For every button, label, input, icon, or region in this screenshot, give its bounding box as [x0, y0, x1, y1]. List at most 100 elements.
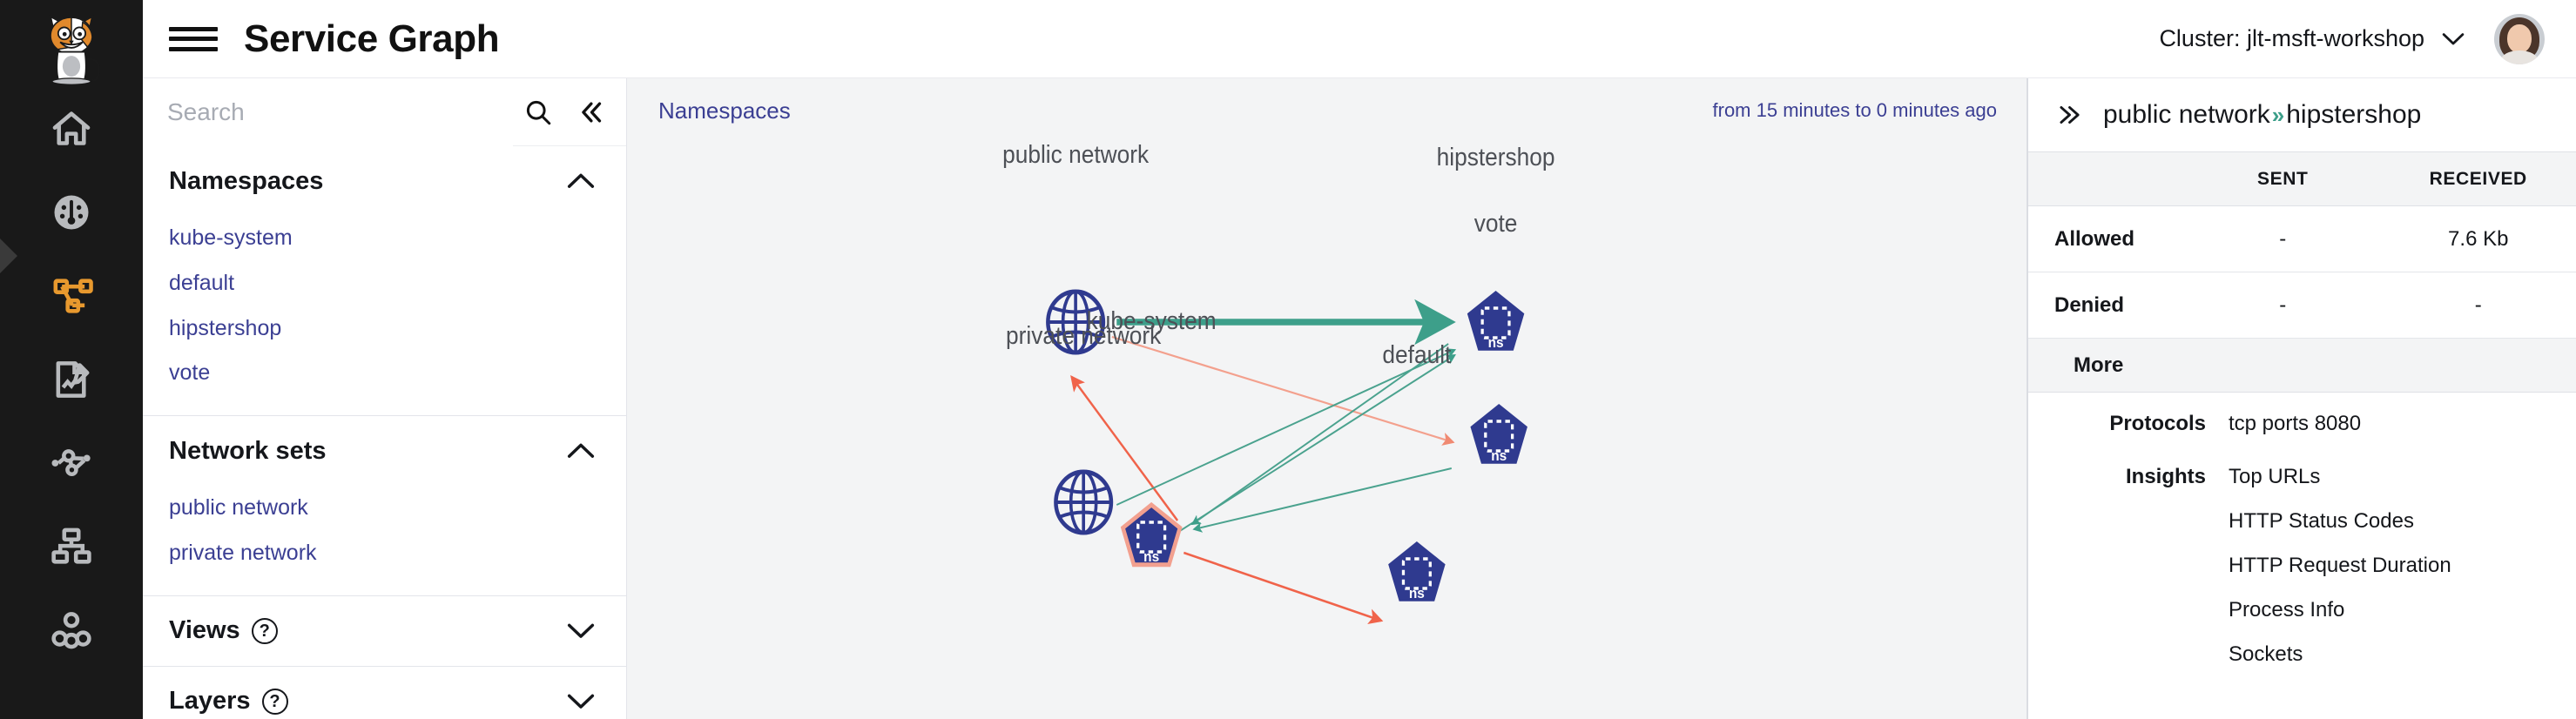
- graph-canvas[interactable]: Namespaces from 15 minutes to 0 minutes …: [627, 78, 2027, 719]
- graph-node-vote[interactable]: vote ns: [1470, 209, 1527, 464]
- avatar-body: [2501, 50, 2538, 64]
- service-graph-svg[interactable]: public network private network: [627, 78, 2026, 719]
- traffic-table: SENT RECEIVED Allowed - 7.6 Kb Denied -: [2028, 151, 2576, 339]
- graph-node-label-vote: vote: [1474, 209, 1518, 237]
- graph-node-default[interactable]: default ns: [1382, 340, 1451, 601]
- row-label-allowed: Allowed: [2028, 205, 2185, 272]
- section-views-title: Views: [169, 616, 240, 644]
- search-input[interactable]: [167, 97, 513, 126]
- main-column: Service Graph Cluster: jlt-msft-workshop: [143, 0, 2576, 719]
- more-section-header[interactable]: More: [2028, 339, 2576, 393]
- time-range-label[interactable]: from 15 minutes to 0 minutes ago: [1712, 99, 1998, 121]
- rail-item-network-sets[interactable]: [0, 421, 143, 505]
- avatar[interactable]: [2494, 13, 2545, 64]
- globe-icon: [1054, 469, 1114, 535]
- svg-text:ns: ns: [1409, 585, 1425, 601]
- sidebar-item-vote[interactable]: vote: [169, 360, 211, 386]
- insights-row: Insights Top URLs HTTP Status Codes HTTP…: [2028, 456, 2576, 687]
- edge-kube-system-default[interactable]: [1183, 551, 1384, 625]
- rail-item-home[interactable]: [0, 87, 143, 171]
- edge-hipstershop-kube-system[interactable]: [1190, 343, 1449, 526]
- insight-sockets[interactable]: Sockets: [2229, 642, 2303, 666]
- table-row: Denied - -: [2028, 272, 2576, 339]
- svg-text:ns: ns: [1491, 447, 1507, 464]
- graph-node-public-network[interactable]: public network: [1002, 140, 1149, 355]
- search-box[interactable]: [143, 77, 513, 146]
- edge-public-network-vote[interactable]: [1111, 335, 1455, 446]
- insight-http-status-codes[interactable]: HTTP Status Codes: [2229, 509, 2414, 533]
- rail-item-policies[interactable]: [0, 338, 143, 421]
- insights-label: Insights: [2125, 465, 2206, 488]
- graph-node-label-kube-system: kube-system: [1087, 306, 1217, 334]
- section-namespaces-header[interactable]: Namespaces: [143, 146, 626, 216]
- col-blank: [2028, 151, 2185, 206]
- chevron-up-icon[interactable]: [567, 172, 595, 190]
- namespace-icon: ns: [1467, 291, 1525, 351]
- denied-received-value: -: [2380, 272, 2576, 339]
- collapse-panel-icon[interactable]: [563, 97, 617, 128]
- section-network-sets-header[interactable]: Network sets: [143, 416, 626, 486]
- rail-item-endpoints[interactable]: [0, 588, 143, 672]
- table-header-row: SENT RECEIVED: [2028, 151, 2576, 206]
- edge-vote-kube-system[interactable]: [1192, 467, 1452, 533]
- help-icon[interactable]: ?: [261, 688, 288, 715]
- rail-item-service-graph[interactable]: [0, 239, 143, 338]
- detail-title-target: hipstershop: [2286, 100, 2422, 129]
- sidebar-item-private-network[interactable]: private network: [169, 540, 317, 565]
- graph-node-private-network[interactable]: private network: [1006, 321, 1161, 535]
- rail-item-nodes[interactable]: [0, 505, 143, 588]
- search-icon[interactable]: [513, 97, 563, 127]
- table-row: Allowed - 7.6 Kb: [2028, 205, 2576, 272]
- edge-kube-system-public-network[interactable]: [1070, 374, 1179, 521]
- help-icon[interactable]: ?: [251, 617, 278, 644]
- section-layers-header[interactable]: Layers ?: [143, 667, 626, 719]
- section-views-header[interactable]: Views ?: [143, 596, 626, 666]
- primary-nav-rail: [0, 0, 143, 719]
- sidebar-item-kube-system[interactable]: kube-system: [169, 225, 293, 250]
- page-title: Service Graph: [244, 17, 500, 60]
- body-row: Namespaces kube-system default hipstersh…: [143, 77, 2576, 719]
- sidebar-item-hipstershop[interactable]: hipstershop: [169, 315, 282, 340]
- col-received: RECEIVED: [2380, 151, 2576, 206]
- rail-items: [0, 87, 143, 672]
- search-row: [143, 77, 626, 146]
- section-layers: Layers ?: [143, 667, 626, 719]
- globe-icon: [1046, 289, 1106, 355]
- traffic-table-body: Allowed - 7.6 Kb Denied - -: [2028, 205, 2576, 339]
- section-network-sets: Network sets public network private netw…: [143, 416, 626, 596]
- hamburger-menu-icon[interactable]: [169, 22, 218, 57]
- graph-node-label-public-network: public network: [1002, 140, 1149, 168]
- insight-process-info[interactable]: Process Info: [2229, 598, 2345, 622]
- insight-http-request-duration[interactable]: HTTP Request Duration: [2229, 554, 2451, 577]
- traffic-table-head: SENT RECEIVED: [2028, 151, 2576, 206]
- cluster-selector[interactable]: Cluster: jlt-msft-workshop: [2159, 25, 2465, 52]
- chevron-double-right-icon[interactable]: [2054, 104, 2084, 126]
- chevron-down-icon[interactable]: [567, 693, 595, 710]
- svg-text:ns: ns: [1488, 334, 1504, 351]
- detail-panel-header: public network » hipstershop: [2028, 78, 2576, 151]
- cluster-selector-label: Cluster: jlt-msft-workshop: [2159, 25, 2424, 51]
- chevron-down-icon[interactable]: [567, 622, 595, 640]
- sidebar-item-default[interactable]: default: [169, 270, 235, 295]
- breadcrumb[interactable]: Namespaces: [658, 97, 791, 124]
- col-sent: SENT: [2185, 151, 2381, 206]
- allowed-received-value: 7.6 Kb: [2380, 205, 2576, 272]
- detail-panel: public network » hipstershop SENT RECEIV…: [2027, 78, 2576, 719]
- chevron-up-icon[interactable]: [567, 442, 595, 460]
- left-filter-panel: Namespaces kube-system default hipstersh…: [143, 77, 627, 719]
- graph-node-kube-system[interactable]: kube-system ns: [1087, 306, 1217, 568]
- namespace-icon: ns: [1470, 404, 1527, 464]
- detail-title-separator: »: [2271, 102, 2285, 128]
- rail-item-dashboard[interactable]: [0, 171, 143, 254]
- namespace-icon: ns: [1120, 501, 1183, 568]
- sidebar-item-public-network[interactable]: public network: [169, 495, 308, 520]
- section-views: Views ?: [143, 596, 626, 667]
- svg-text:ns: ns: [1143, 548, 1159, 565]
- insight-top-urls[interactable]: Top URLs: [2229, 465, 2321, 488]
- graph-node-hipstershop[interactable]: hipstershop ns: [1437, 143, 1555, 351]
- calico-cat-logo[interactable]: [31, 7, 111, 87]
- graph-node-label-hipstershop: hipstershop: [1437, 143, 1555, 171]
- section-namespaces-title: Namespaces: [169, 166, 324, 195]
- chevron-down-icon: [2442, 32, 2465, 44]
- edge-private-network-hipstershop[interactable]: [1116, 348, 1457, 506]
